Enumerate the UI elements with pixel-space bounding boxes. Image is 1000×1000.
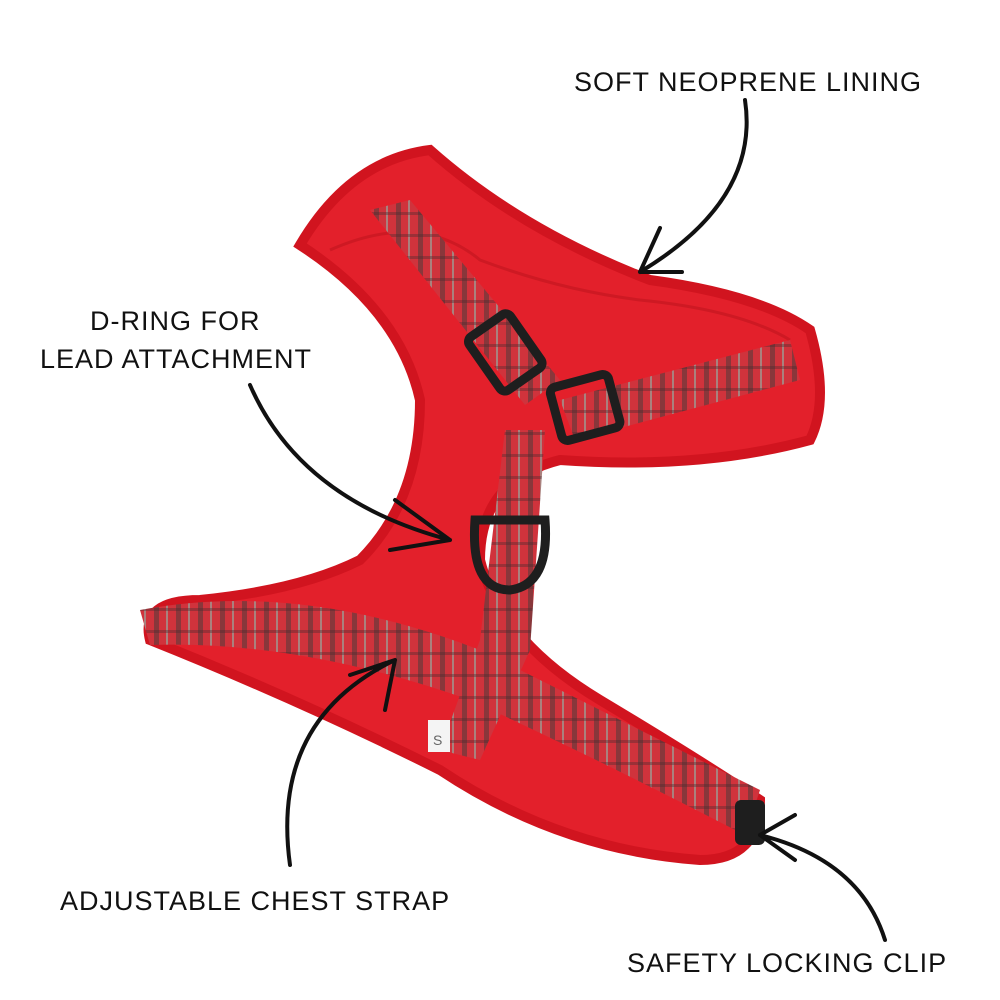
label-adjustable-chest-strap: ADJUSTABLE CHEST STRAP (60, 886, 451, 916)
label-soft-neoprene-lining: SOFT NEOPRENE LINING (574, 67, 923, 97)
arrow-dring (248, 383, 452, 552)
neck-strap-left (370, 200, 560, 405)
size-tag-text: S (433, 732, 442, 748)
label-safety-locking-clip: SAFETY LOCKING CLIP (627, 948, 948, 978)
arrow-neoprene (638, 98, 749, 274)
slider-buckle-left (464, 309, 547, 396)
slider-buckle-right (545, 370, 625, 445)
label-d-ring-line2: LEAD ATTACHMENT (40, 344, 313, 374)
arrow-clip (758, 813, 887, 942)
chest-strap (140, 601, 760, 835)
label-d-ring-line1: D-RING FOR (90, 306, 261, 336)
d-ring (469, 515, 551, 595)
locking-clip (735, 800, 765, 845)
arrow-chest (285, 658, 397, 867)
harness-body (143, 144, 825, 866)
size-tag (428, 720, 450, 752)
center-strap (440, 430, 545, 760)
